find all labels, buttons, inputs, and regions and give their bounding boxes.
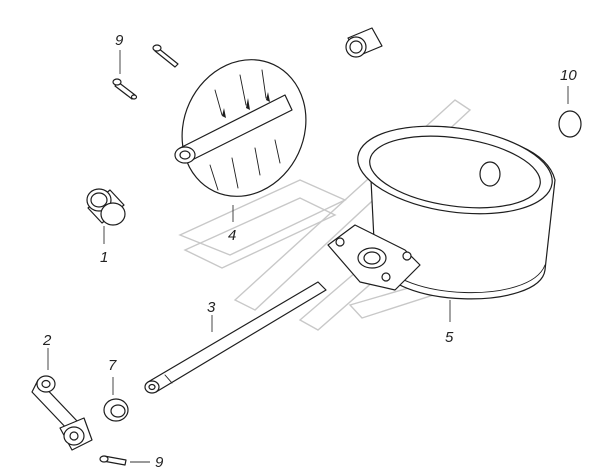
callout-9-bottom: 9 [155,454,164,471]
part-3-shaft [144,281,327,394]
part-1-bushing [86,188,126,226]
callout-5: 5 [445,329,454,346]
callout-1: 1 [100,249,108,266]
part-2-lever [31,375,93,451]
part-9-pins-top [112,44,179,100]
callout-2: 2 [42,332,52,349]
part-5-valve-housing [327,125,556,300]
part-7-washer [103,398,129,422]
part-10-plug [558,110,582,138]
callout-4: 4 [228,227,236,244]
upper-bushing [345,27,383,58]
callout-7: 7 [108,357,117,374]
part-9-pin-bottom [99,455,127,466]
part-4-flap-disc [174,59,307,197]
callout-3: 3 [207,299,216,316]
callout-10: 10 [560,67,577,84]
callout-9-top: 9 [115,32,124,49]
